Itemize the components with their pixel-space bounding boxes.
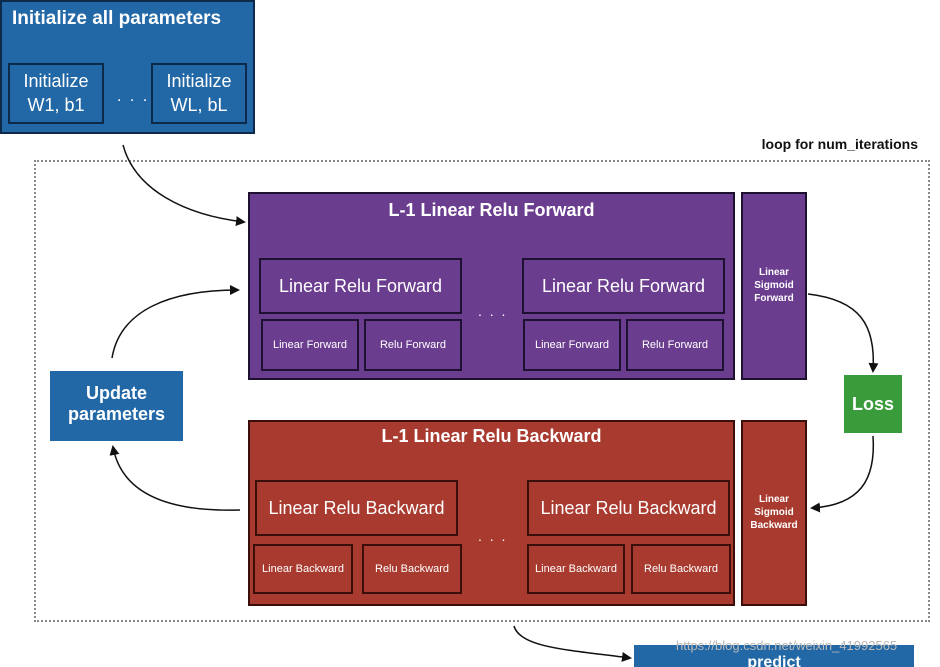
update-parameters-box: Update parameters (50, 371, 183, 441)
linear-sigmoid-backward-label: Linear Sigmoid Backward (741, 493, 807, 532)
arrow-backward-to-update (109, 445, 241, 511)
forward-panel (248, 192, 735, 380)
initialize-last-box: Initialize WL, bL (151, 63, 247, 124)
update-line1: Update (85, 383, 147, 403)
forward-block1-sub1: Linear Forward (261, 319, 359, 371)
arrow-loop-to-predict (513, 625, 632, 662)
initialize-first-box: Initialize W1, b1 (8, 63, 104, 124)
loop-label: loop for num_iterations (761, 136, 918, 152)
initialize-title: Initialize all parameters (12, 8, 222, 29)
backward-title: L-1 Linear Relu Backward (381, 426, 602, 446)
sigmoid-forward-line1: Linear (758, 267, 789, 278)
backward-block1-title: Linear Relu Backward (255, 480, 458, 536)
sigmoid-forward-line2: Sigmoid (754, 280, 794, 291)
linear-sigmoid-forward-label: Linear Sigmoid Forward (741, 266, 807, 305)
forward-dots: . . . (478, 303, 508, 319)
forward-block2-title: Linear Relu Forward (522, 258, 725, 314)
linear-sigmoid-backward-panel (741, 420, 807, 606)
initialize-last-line1: Initialize (166, 71, 232, 91)
forward-block2-sub1: Linear Forward (523, 319, 621, 371)
initialize-first-line2: W1, b1 (27, 95, 85, 115)
backward-block2-sub2: Relu Backward (631, 544, 731, 594)
forward-title: L-1 Linear Relu Forward (388, 200, 595, 220)
linear-sigmoid-forward-panel (741, 192, 807, 380)
backward-dots: . . . (478, 528, 508, 544)
loss-box: Loss (844, 375, 902, 433)
arrow-update-to-forward (111, 285, 240, 359)
predict-box: predict (634, 645, 914, 667)
backward-block1-sub2: Relu Backward (362, 544, 462, 594)
sigmoid-backward-line2: Sigmoid (754, 507, 794, 518)
arrow-forward-to-loss (807, 293, 879, 373)
backward-block2-title: Linear Relu Backward (527, 480, 730, 536)
backward-block2-sub1: Linear Backward (527, 544, 625, 594)
forward-block2-sub2: Relu Forward (626, 319, 724, 371)
backward-block1-sub1: Linear Backward (253, 544, 353, 594)
sigmoid-forward-line3: Forward (754, 293, 794, 304)
initialize-dots: . . . (117, 88, 150, 105)
arrow-init-to-forward (122, 144, 246, 227)
arrow-loss-to-backward (810, 435, 875, 513)
backward-panel (248, 420, 735, 606)
sigmoid-backward-line1: Linear (758, 494, 789, 505)
forward-block1-sub2: Relu Forward (364, 319, 462, 371)
initialize-last-line2: WL, bL (170, 95, 228, 115)
initialize-first-line1: Initialize (23, 71, 89, 91)
loop-border (34, 160, 930, 622)
forward-block1-title: Linear Relu Forward (259, 258, 462, 314)
watermark: https://blog.csdn.net/weixin_41992565 (676, 638, 898, 653)
sigmoid-backward-line3: Backward (750, 520, 798, 531)
update-line2: parameters (67, 404, 166, 424)
